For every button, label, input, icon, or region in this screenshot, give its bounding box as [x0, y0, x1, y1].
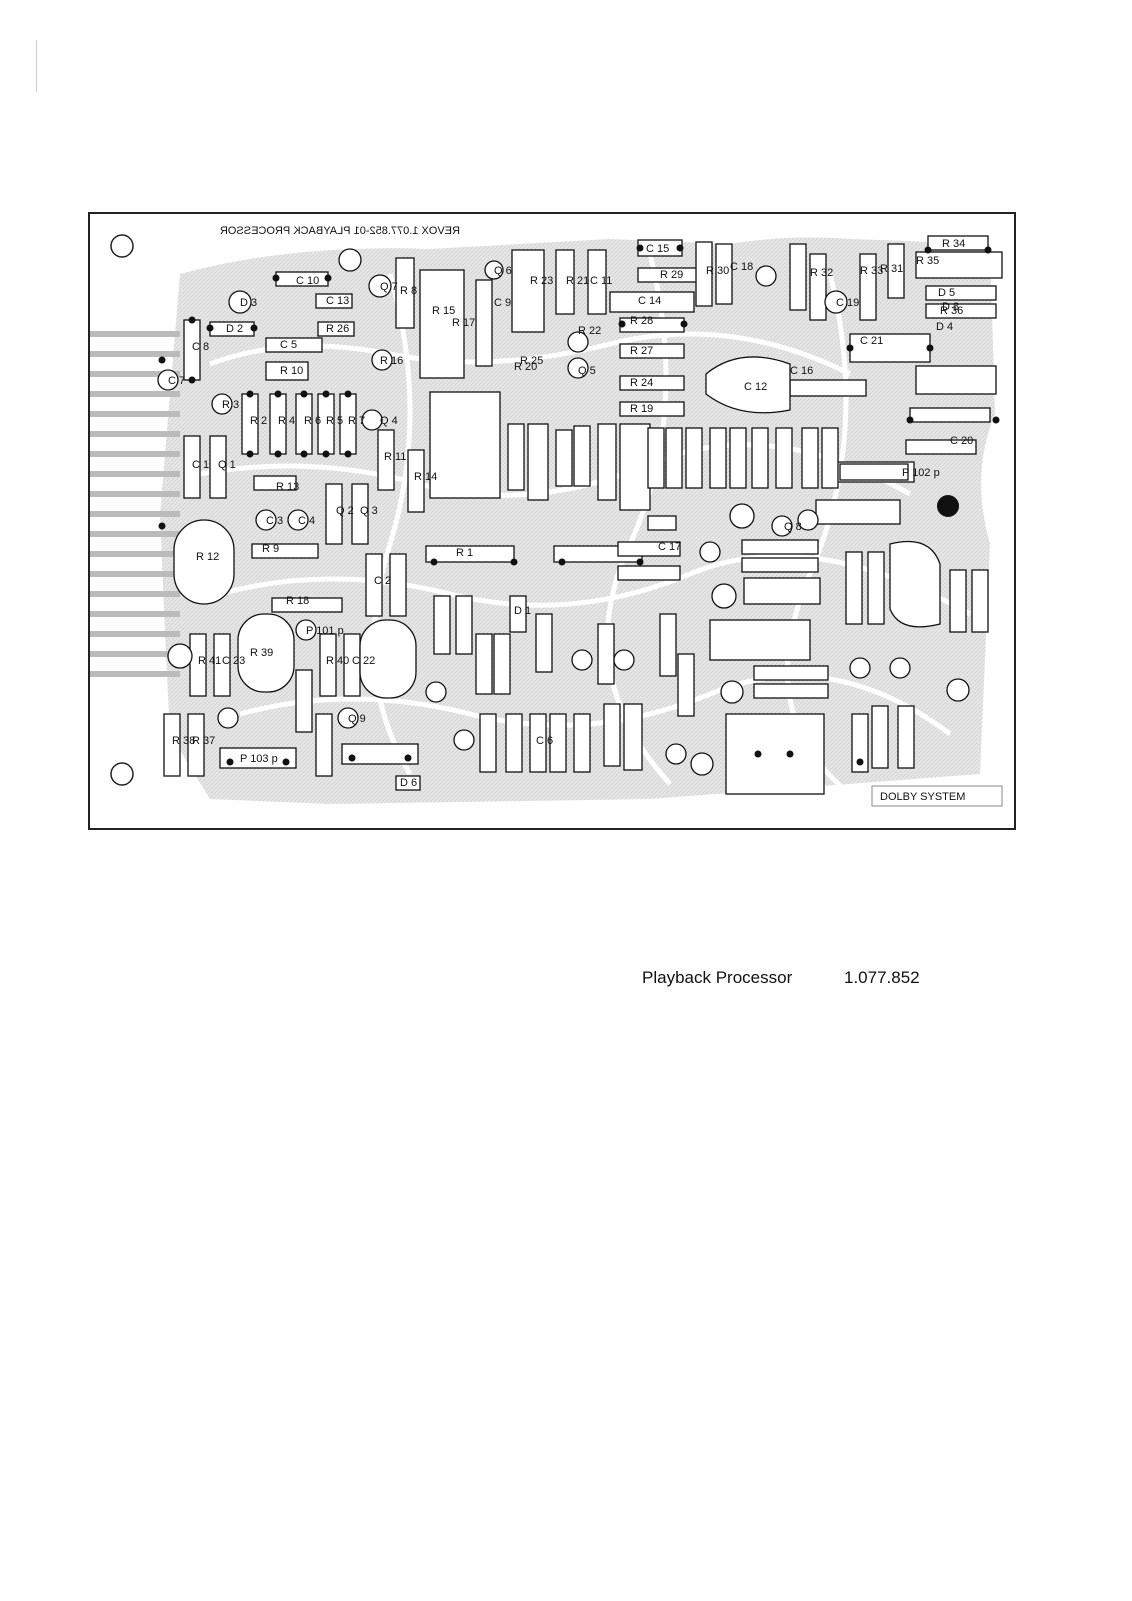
component-label: C 1	[192, 459, 209, 471]
component-label: R 11	[384, 451, 406, 463]
component-label: D 1	[514, 605, 531, 617]
component-label: D 8	[942, 301, 959, 313]
component-label: D 2	[226, 323, 243, 335]
board-header-text: REVOX 1.077.852-01 PLAYBACK PROCESSOR	[220, 225, 460, 237]
component-label: R 31	[880, 263, 903, 275]
component-label: C 14	[638, 295, 661, 307]
component-label: P 102 p	[902, 467, 940, 479]
mounting-hole	[110, 762, 134, 786]
component-labels: R 34 D 5 R 36 D 4 C 21 R 35 R 33 C 19 R 32 R 31 C …	[168, 238, 973, 789]
component-label: R 15	[432, 305, 455, 317]
component-label: R 40	[326, 655, 349, 667]
component-label: Q 2	[336, 505, 354, 517]
component-label: R 25	[520, 355, 543, 367]
component-label: C 22	[352, 655, 375, 667]
component-label: C 12	[744, 381, 767, 393]
component-label: P 101 p	[306, 625, 344, 637]
component-label: R 37	[192, 735, 215, 747]
component-label: C 21	[860, 335, 883, 347]
component-label: C 2	[374, 575, 391, 587]
component-label: R 27	[630, 345, 653, 357]
component-label: R 24	[630, 377, 653, 389]
component-label: C 5	[280, 339, 297, 351]
component-label: R 20	[514, 361, 537, 373]
component-label: R 21	[566, 275, 589, 287]
component-label: D 4	[936, 321, 953, 333]
component-label: R 36	[940, 305, 963, 317]
component-label: R 34	[942, 238, 965, 250]
component-label: R 5	[326, 415, 343, 427]
component-label: Q 6	[494, 265, 512, 277]
component-label: R 6	[304, 415, 321, 427]
component-label: Q 4	[380, 415, 398, 427]
component-label: C 8	[192, 341, 209, 353]
component-label: Q 8	[784, 521, 802, 533]
dolby-logo-text: DOLBY SYSTEM	[880, 791, 965, 803]
component-label: R 1	[456, 547, 473, 559]
component-label: Q 3	[360, 505, 378, 517]
component-label: R 14	[414, 471, 437, 483]
component-label: R 30	[706, 265, 729, 277]
component-label: Q 9	[348, 713, 366, 725]
component-label: C 18	[730, 261, 753, 273]
component-label: Q 5	[578, 365, 596, 377]
component-label: R 33	[860, 265, 883, 277]
pcb-artwork: REVOX 1.077.852-01 PLAYBACK PROCESSOR	[90, 225, 1003, 807]
scan-margin-line	[36, 40, 37, 92]
component-label: R 8	[400, 285, 417, 297]
component-label: R 35	[916, 255, 939, 267]
component-label: Q 7	[380, 281, 398, 293]
component-label: R 22	[578, 325, 601, 337]
component-label: R 2	[250, 415, 267, 427]
component-label: R 26	[326, 323, 349, 335]
component-label: C 17	[658, 541, 681, 553]
component-label: R 4	[278, 415, 295, 427]
component-label: C 13	[326, 295, 349, 307]
component-label: C 23	[222, 655, 245, 667]
edge-connector	[90, 331, 180, 677]
component-label: R 12	[196, 551, 219, 563]
component-label: C 6	[536, 735, 553, 747]
component-label: R 9	[262, 543, 279, 555]
component-label: P 103 p	[240, 753, 278, 765]
pcb-layout-diagram: REVOX 1.077.852-01 PLAYBACK PROCESSOR	[88, 212, 1016, 830]
component-label: R 29	[660, 269, 683, 281]
component-label: R 10	[280, 365, 303, 377]
solder-pads	[158, 244, 1000, 766]
component-label: R 18	[286, 595, 309, 607]
component-label: R 16	[380, 355, 403, 367]
component-label: C 3	[266, 515, 283, 527]
component-label: C 9	[494, 297, 511, 309]
component-label: R 41	[198, 655, 221, 667]
round-parts	[157, 248, 970, 776]
component-label: C 4	[298, 515, 315, 527]
component-label: C 10	[296, 275, 319, 287]
component-label: R 39	[250, 647, 273, 659]
component-label: R 28	[630, 315, 653, 327]
component-label: R 3	[222, 399, 239, 411]
caption-title: Playback Processor	[642, 968, 793, 987]
mounting-hole	[110, 234, 134, 258]
component-label: R 38	[172, 735, 195, 747]
component-label: D 5	[938, 287, 955, 299]
component-label: C 16	[790, 365, 813, 377]
component-label: D 6	[400, 777, 417, 789]
mounting-hole	[937, 495, 959, 517]
component-label: D 3	[240, 297, 257, 309]
dolby-logo-box	[871, 785, 1003, 807]
component-label: R 17	[452, 317, 475, 329]
components	[163, 235, 1003, 795]
component-label: R 23	[530, 275, 553, 287]
caption-part-number: 1.077.852	[844, 968, 920, 987]
component-label: C 7	[168, 375, 185, 387]
component-label: R 32	[810, 267, 833, 279]
component-label: C 19	[836, 297, 859, 309]
component-label: R 19	[630, 403, 653, 415]
component-label: C 15	[646, 243, 669, 255]
component-label: R 13	[276, 481, 299, 493]
component-label: Q 1	[218, 459, 236, 471]
component-label: R 7	[348, 415, 365, 427]
component-label: C 11	[590, 275, 612, 287]
component-label: C 20	[950, 435, 973, 447]
